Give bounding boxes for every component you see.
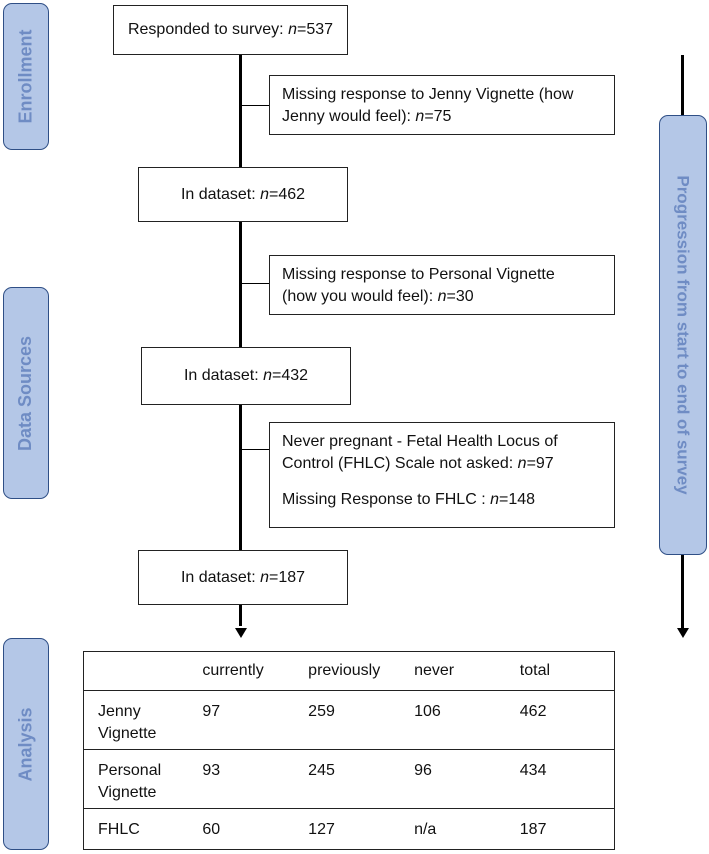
exclusion-1-line1: Missing response to Jenny Vignette (how bbox=[282, 86, 574, 103]
table-header-cell: previously bbox=[294, 651, 401, 691]
table-cell: 127 bbox=[294, 808, 401, 850]
exclusion-3-line3-n-value: =148 bbox=[498, 491, 536, 508]
progression-arrowhead bbox=[676, 628, 689, 638]
exclusion-box-3: Never pregnant - Fetal Health Locus of C… bbox=[269, 422, 615, 528]
exclusion-3-line2-n-label: n bbox=[517, 455, 527, 472]
analysis-label-text: Analysis bbox=[15, 706, 36, 782]
exclusion-2-n-value: =30 bbox=[446, 288, 474, 305]
table-cell: 96 bbox=[400, 749, 506, 809]
table-cell: 245 bbox=[294, 749, 401, 809]
table-cell: 462 bbox=[505, 690, 615, 750]
table-cell: 187 bbox=[505, 808, 615, 850]
exclusion-3-line3-n-label: n bbox=[490, 491, 499, 508]
table-header-cell: never bbox=[400, 651, 506, 691]
main-flow-line bbox=[239, 54, 242, 626]
responded-box: Responded to survey: n=537 bbox=[113, 5, 348, 55]
exclusion-box-2: Missing response to Personal Vignette (h… bbox=[269, 255, 615, 315]
dataset-2-n-label: n bbox=[263, 367, 273, 384]
dataset-1-text: In dataset: bbox=[180, 185, 261, 203]
main-flow-arrowhead bbox=[234, 628, 247, 638]
progression-label-text: Progression from start to end of survey bbox=[674, 175, 694, 495]
exclusion-box-1: Missing response to Jenny Vignette (how … bbox=[269, 75, 615, 135]
responded-n-label: n bbox=[288, 21, 297, 38]
exclusion-3-line1: Never pregnant - Fetal Health Locus of bbox=[282, 433, 558, 450]
dataset-box-3: In dataset: n=187 bbox=[138, 550, 348, 605]
exclusion-3-line2: Control (FHLC) Scale not asked: bbox=[282, 455, 518, 472]
enrollment-label: Enrollment bbox=[3, 3, 49, 150]
dataset-3-n-label: n bbox=[260, 568, 270, 586]
table-row-label: FHLC bbox=[83, 808, 189, 850]
analysis-label: Analysis bbox=[3, 638, 49, 850]
progression-label: Progression from start to end of survey bbox=[659, 115, 707, 555]
exclusion-2-line2: (how you would feel): bbox=[282, 288, 438, 305]
branch-line-3 bbox=[241, 449, 269, 450]
table-cell: 97 bbox=[188, 690, 295, 750]
dataset-2-n-value: =432 bbox=[272, 367, 309, 384]
table-row: FHLC 60 127 n/a 187 bbox=[83, 808, 615, 850]
branch-line-1 bbox=[241, 105, 269, 106]
exclusion-2-n-label: n bbox=[437, 288, 447, 305]
dataset-1-n-label: n bbox=[260, 185, 270, 203]
exclusion-3-line3: Missing Response to FHLC : bbox=[282, 491, 491, 508]
exclusion-1-n-value: =75 bbox=[424, 108, 452, 125]
data-sources-label-text: Data Sources bbox=[15, 335, 36, 451]
table-header-row: currently previously never total bbox=[83, 651, 615, 691]
table-cell: 106 bbox=[400, 690, 506, 750]
exclusion-1-n-label: n bbox=[415, 108, 425, 125]
table-header-cell: currently bbox=[188, 651, 295, 691]
dataset-box-1: In dataset: n=462 bbox=[138, 167, 348, 222]
exclusion-3-line2-n-value: =97 bbox=[526, 455, 554, 472]
dataset-1-n-value: =462 bbox=[269, 185, 306, 203]
responded-text: Responded to survey: bbox=[127, 21, 289, 38]
dataset-3-text: In dataset: bbox=[180, 568, 261, 586]
dataset-3-n-value: =187 bbox=[269, 568, 306, 586]
table-cell: 93 bbox=[188, 749, 295, 809]
enrollment-label-text: Enrollment bbox=[15, 29, 36, 124]
dataset-2-text: In dataset: bbox=[183, 367, 264, 384]
exclusion-1-line2: Jenny would feel): bbox=[282, 108, 416, 125]
data-sources-label: Data Sources bbox=[3, 287, 49, 499]
table-cell: 259 bbox=[294, 690, 401, 750]
responded-n-value: =537 bbox=[296, 21, 334, 38]
exclusion-2-line1: Missing response to Personal Vignette bbox=[282, 266, 555, 283]
table-header-cell: total bbox=[505, 651, 615, 691]
table-cell: n/a bbox=[400, 808, 506, 850]
table-cell: 60 bbox=[188, 808, 295, 850]
table-header-cell bbox=[83, 651, 189, 691]
table-cell: 434 bbox=[505, 749, 615, 809]
dataset-box-2: In dataset: n=432 bbox=[141, 347, 351, 405]
branch-line-2 bbox=[241, 283, 269, 284]
